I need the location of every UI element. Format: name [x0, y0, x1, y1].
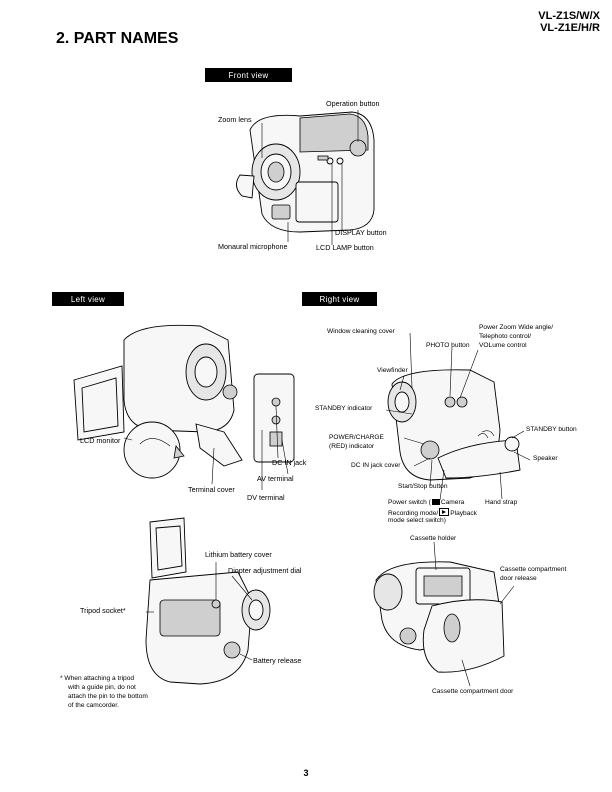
left-view-tag: Left view	[52, 292, 124, 306]
cassette-view-camcorder-illustration	[373, 541, 515, 687]
bottom-view-camcorder-illustration	[145, 517, 271, 685]
power-switch-text: Power switch (	[388, 499, 431, 506]
dv-terminal-label: DV terminal	[247, 493, 285, 502]
terminal-cover-label: Terminal cover	[188, 485, 235, 494]
camera-icon	[431, 499, 440, 505]
camera-text: Camera	[440, 499, 465, 506]
standby-indicator-label: STANDBY indicator	[315, 405, 373, 412]
lithium-battery-cover-label: Lithium battery cover	[205, 550, 272, 559]
start-stop-button-label: Start/Stop button	[398, 483, 448, 490]
right-view-camcorder-illustration	[385, 332, 531, 501]
model-number-line-2: VL-Z1E/H/R	[540, 22, 600, 34]
diopter-adjustment-dial-label: Diopter adjustment dial	[228, 566, 302, 575]
cassette-holder-label: Cassette holder	[410, 535, 457, 542]
hand-strap-label: Hand strap	[485, 499, 518, 506]
recording-mode-text: Recording mode/	[388, 510, 439, 517]
cassette-compartment-release-line-1: Cassette compartment	[500, 566, 567, 573]
power-switch-label-line-1: Power switch ( Camera	[388, 499, 464, 507]
tripod-note-line-3: attach the pin to the bottom	[68, 693, 148, 700]
speaker-label: Speaker	[533, 455, 558, 462]
model-number-line-1: VL-Z1S/W/X	[538, 10, 600, 22]
playback-icon	[439, 508, 450, 516]
lcd-lamp-button-label: LCD LAMP button	[316, 243, 374, 252]
left-view-camcorder-illustration	[73, 324, 295, 490]
front-view-tag: Front view	[205, 68, 292, 82]
cassette-compartment-release-line-2: door release	[500, 575, 537, 582]
av-terminal-label: AV terminal	[257, 474, 294, 483]
front-view-camcorder-illustration	[236, 110, 375, 245]
power-charge-label-line-1: POWER/CHARGE	[329, 434, 384, 441]
display-button-label: DISPLAY button	[335, 228, 387, 237]
standby-button-label: STANDBY button	[526, 426, 577, 433]
window-cleaning-cover-label: Window cleaning cover	[327, 328, 395, 335]
dc-in-jack-label: DC IN jack	[272, 458, 307, 467]
tripod-note-line-1: * When attaching a tripod	[60, 675, 135, 682]
monaural-microphone-label: Monaural microphone	[218, 242, 288, 251]
dc-in-jack-cover-label: DC IN jack cover	[351, 462, 401, 469]
right-view-tag: Right view	[302, 292, 377, 306]
section-title: 2. PART NAMES	[56, 30, 179, 47]
power-switch-label-line-2: Recording mode/Playback	[388, 508, 477, 518]
operation-button-label: Operation button	[326, 99, 380, 108]
playback-text: Playback	[450, 510, 477, 517]
zoom-lens-label: Zoom lens	[218, 115, 252, 124]
viewfinder-label: Viewfinder	[377, 367, 408, 374]
power-charge-label-line-2: (RED) indicator	[329, 443, 375, 450]
cassette-compartment-door-label: Cassette compartment door	[432, 688, 514, 695]
page-number: 3	[303, 768, 309, 778]
photo-button-label: PHOTO button	[426, 342, 470, 349]
lcd-monitor-label: LCD monitor	[80, 436, 121, 445]
power-zoom-label-line-2: Telephoto control/	[479, 333, 532, 340]
tripod-note-line-4: of the camcorder.	[68, 702, 119, 709]
tripod-socket-label: Tripod socket*	[80, 606, 126, 615]
tripod-note-line-2: with a guide pin, do not	[68, 684, 136, 691]
power-switch-label-line-3: mode select switch)	[388, 517, 446, 524]
battery-release-label: Battery release	[253, 656, 302, 665]
power-zoom-label-line-1: Power Zoom Wide angle/	[479, 324, 554, 331]
power-zoom-label-line-3: VOLume control	[479, 342, 527, 349]
